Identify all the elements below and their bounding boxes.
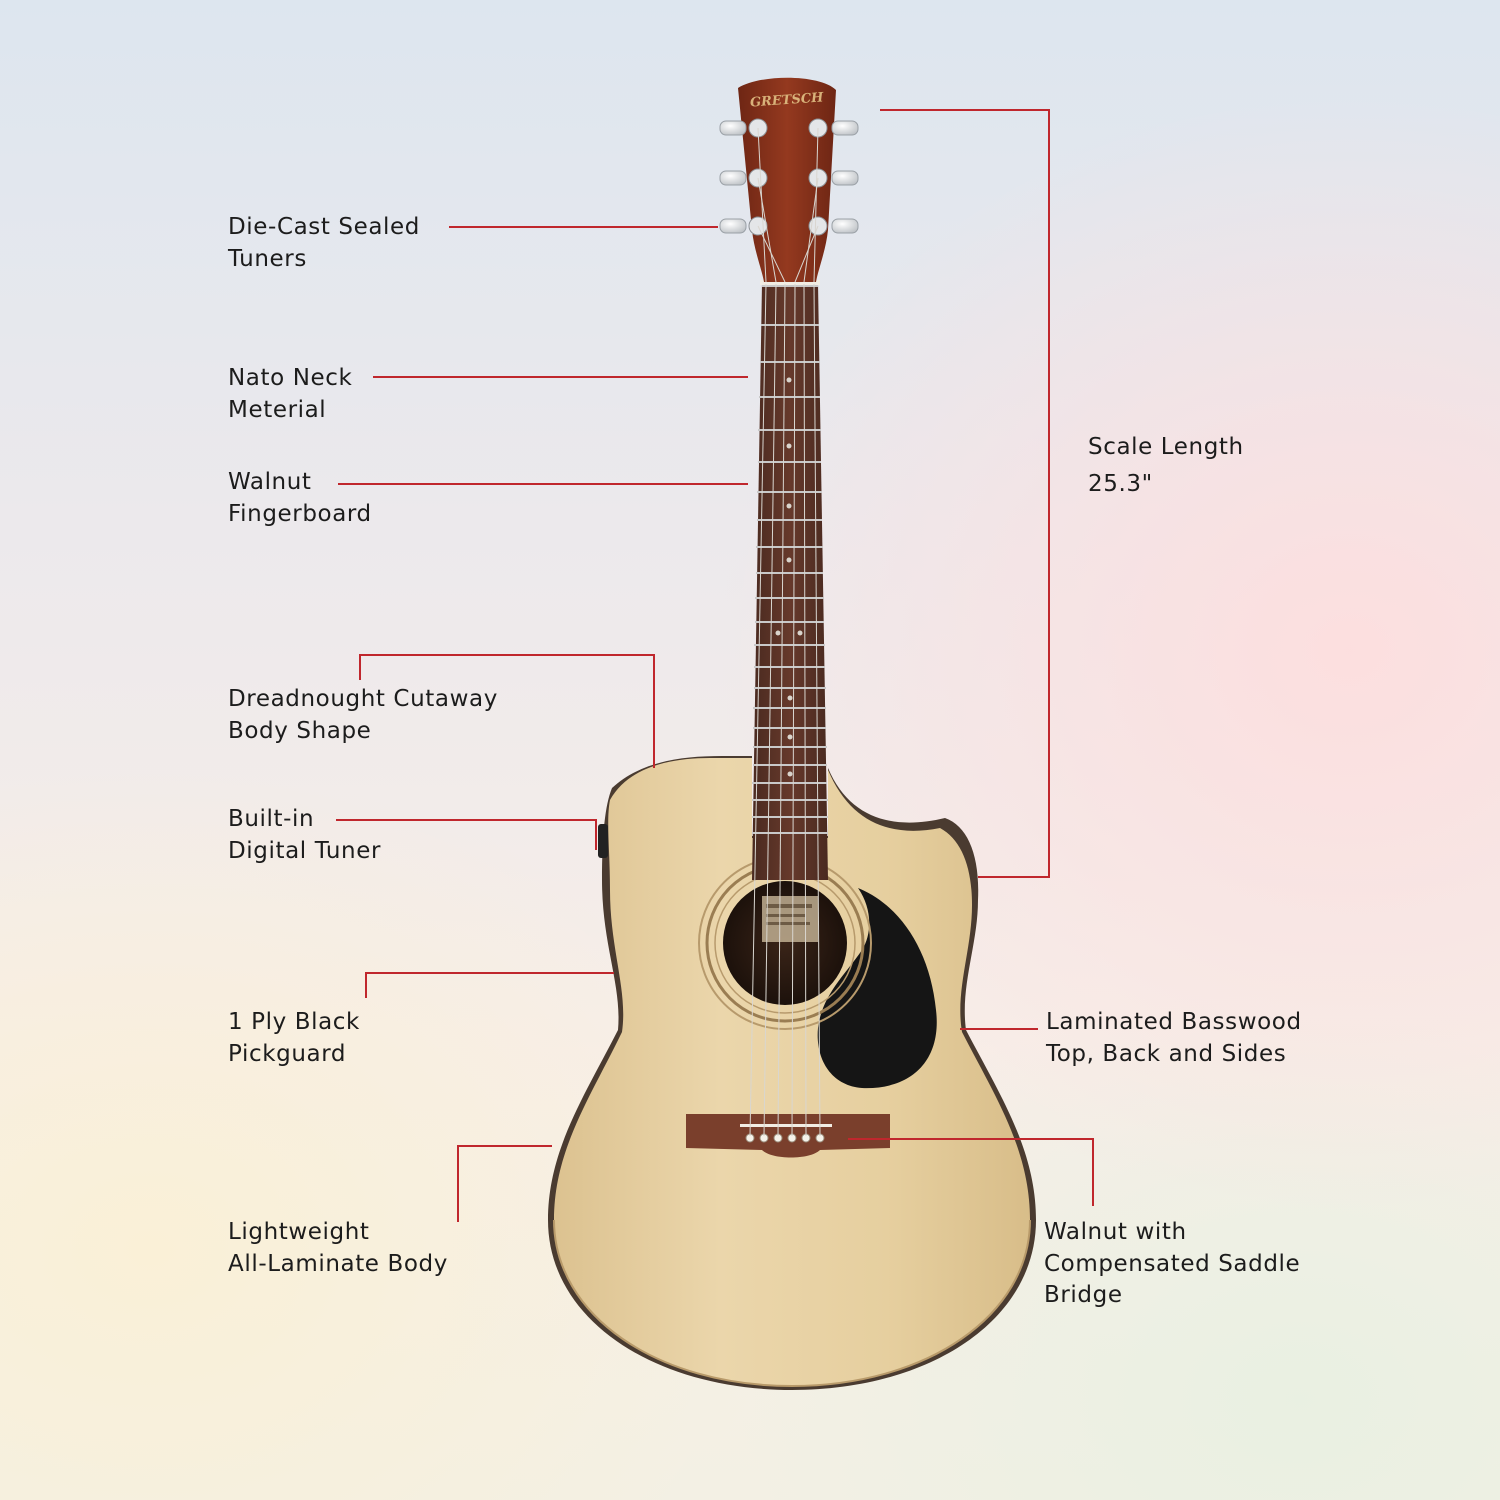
- callout-digital-tuner-line2: Digital Tuner: [228, 837, 382, 864]
- sound-hole-label: [762, 896, 818, 942]
- body-leader: [457, 1145, 552, 1222]
- callout-bridge: Walnut with Compensated Saddle Bridge: [1044, 1217, 1300, 1312]
- scale-leader: [880, 109, 1050, 878]
- callout-neck-line2: Meterial: [228, 396, 327, 423]
- callout-scale: Scale Length 25.3": [1088, 429, 1244, 503]
- callout-top-line2: Top, Back and Sides: [1046, 1040, 1287, 1067]
- callout-body-shape-line1: Dreadnought Cutaway: [228, 686, 498, 712]
- brand-logo: GRETSCH: [750, 90, 825, 110]
- pickguard-leader: [365, 972, 614, 998]
- callout-bridge-line2: Compensated Saddle: [1044, 1250, 1301, 1277]
- callout-fingerboard: Walnut Fingerboard: [228, 467, 372, 530]
- callout-pickguard: 1 Ply Black Pickguard: [228, 1007, 360, 1070]
- callout-fingerboard-line1: Walnut: [228, 469, 312, 495]
- callout-tuners-line2: Tuners: [228, 245, 307, 272]
- body-shape-leader: [359, 654, 655, 768]
- callout-pickguard-line2: Pickguard: [228, 1040, 347, 1067]
- saddle: [740, 1124, 832, 1127]
- callout-body: Lightweight All-Laminate Body: [228, 1217, 448, 1280]
- bridge-pins: [745, 1133, 825, 1143]
- strings: [749, 127, 821, 1137]
- bridge: [686, 1114, 890, 1158]
- callout-top-line1: Laminated Basswood: [1046, 1009, 1302, 1035]
- callout-tuners: Die-Cast Sealed Tuners: [228, 212, 420, 275]
- callout-body-shape-line2: Body Shape: [228, 717, 372, 744]
- fret-markers: [775, 377, 803, 777]
- callout-digital-tuner-line1: Built-in: [228, 806, 315, 832]
- digital-tuner-unit: [598, 824, 608, 858]
- callout-neck: Nato Neck Meterial: [228, 363, 352, 426]
- callout-digital-tuner: Built-in Digital Tuner: [228, 804, 381, 867]
- callout-body-line1: Lightweight: [228, 1219, 370, 1245]
- callout-scale-line2: 25.3": [1088, 471, 1153, 497]
- callout-tuners-line1: Die-Cast Sealed: [228, 214, 421, 240]
- fingerboard: [752, 283, 828, 880]
- callout-bridge-line1: Walnut with: [1044, 1219, 1187, 1245]
- callout-fingerboard-line2: Fingerboard: [228, 500, 372, 527]
- callout-neck-line1: Nato Neck: [228, 365, 353, 391]
- frets: [752, 285, 828, 834]
- nut: [760, 280, 820, 285]
- callout-top: Laminated Basswood Top, Back and Sides: [1046, 1007, 1302, 1070]
- callout-bridge-line3: Bridge: [1044, 1282, 1123, 1308]
- callout-scale-line1: Scale Length: [1088, 434, 1244, 460]
- pickguard: [817, 888, 937, 1089]
- guitar: GRETSCH: [548, 77, 1036, 1390]
- callout-lines: [336, 109, 1094, 1222]
- callout-body-line2: All-Laminate Body: [228, 1250, 448, 1277]
- bridge-leader: [848, 1138, 1094, 1206]
- body-edge: [553, 1219, 1031, 1388]
- callout-body-shape: Dreadnought Cutaway Body Shape: [228, 684, 498, 747]
- callout-pickguard-line1: 1 Ply Black: [228, 1009, 360, 1035]
- digital-tuner-leader: [336, 819, 597, 850]
